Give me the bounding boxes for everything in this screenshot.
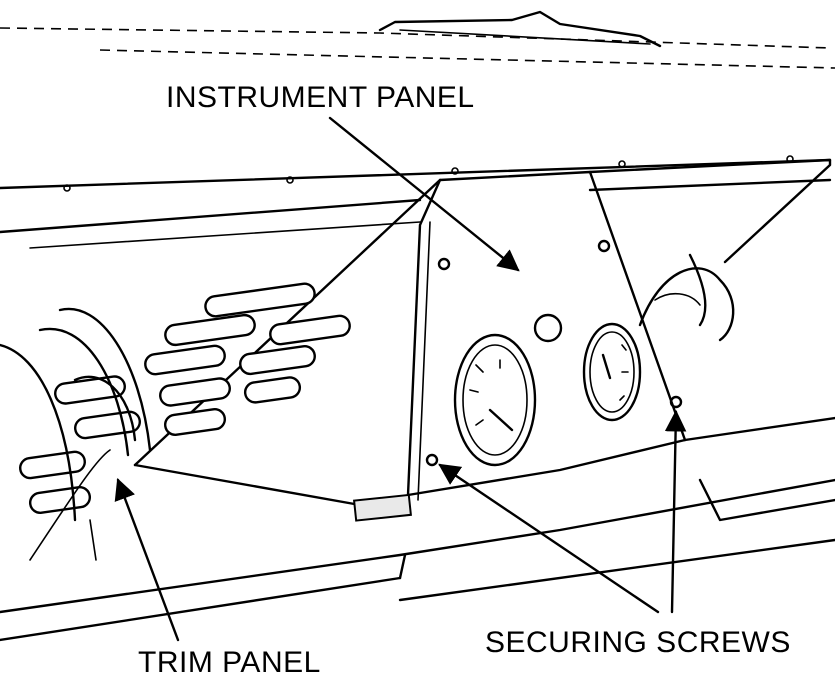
- trim-panel: [19, 178, 442, 514]
- gauge-right: [582, 322, 642, 422]
- instrument-panel: [352, 170, 687, 522]
- windshield-edge: [0, 10, 835, 69]
- securing-screws-label: SECURING SCREWS: [485, 626, 791, 659]
- dashboard-top: [0, 155, 832, 249]
- vent-slots: [19, 282, 351, 514]
- right-dash-section: [588, 158, 835, 522]
- gauge-left: [453, 333, 537, 467]
- trim-panel-label: TRIM PANEL: [138, 646, 321, 679]
- steering-wheel: [0, 307, 152, 561]
- lower-dash: [0, 478, 835, 642]
- instrument-panel-label: INSTRUMENT PANEL: [166, 81, 475, 114]
- screw-icon: [425, 239, 683, 467]
- leader-arrows: [114, 116, 687, 642]
